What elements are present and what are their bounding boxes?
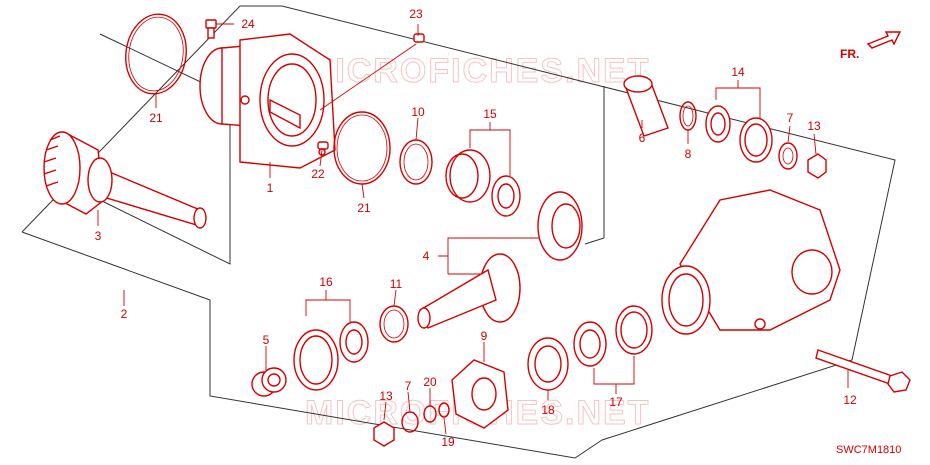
diagram-code: SWC7M1810 <box>836 444 901 456</box>
svg-text:FR.: FR. <box>840 47 859 61</box>
callout-23: 23 <box>409 7 423 21</box>
callout-1: 1 <box>267 181 274 195</box>
transfer-housing <box>661 189 841 335</box>
part-15-taper-bearing <box>445 149 521 217</box>
part-7-washer-upper <box>778 142 798 170</box>
part-6-collar <box>623 75 669 137</box>
callout-7-upper: 7 <box>787 111 794 125</box>
callout-4: 4 <box>423 249 430 263</box>
part-19-o-ring <box>438 402 450 418</box>
callout-5: 5 <box>263 333 270 347</box>
arrow-icon <box>866 31 902 49</box>
part-22-dowel-pin <box>317 141 329 150</box>
frame-shaft-group <box>99 33 231 265</box>
callout-18: 18 <box>541 403 555 417</box>
part-17-taper-bearing <box>573 305 653 367</box>
callout-21-upper: 21 <box>149 111 163 125</box>
callout-19: 19 <box>441 435 455 449</box>
leader-lines <box>97 23 849 435</box>
callout-8: 8 <box>685 147 692 161</box>
callout-20: 20 <box>423 375 437 389</box>
callout-7-lower: 7 <box>405 379 412 393</box>
callout-9: 9 <box>481 329 488 343</box>
front-direction-arrow: FR. <box>840 31 902 61</box>
part-1-extension-housing <box>199 33 336 169</box>
part-14-taper-bearing <box>705 105 773 163</box>
callouts: 24 23 21 1 22 21 10 15 3 4 6 8 14 7 13 1… <box>95 7 857 449</box>
part-10-shim <box>399 139 433 185</box>
part-13-nut-upper <box>807 153 827 179</box>
frame-main-assembly <box>21 231 603 459</box>
part-23-dowel-pin <box>413 33 425 43</box>
part-12-bolt <box>815 349 911 393</box>
callout-13-lower: 13 <box>379 389 393 403</box>
part-3-output-gear-shaft <box>43 131 207 229</box>
callout-2: 2 <box>121 307 128 321</box>
callout-6: 6 <box>639 131 646 145</box>
part-13-nut-lower <box>373 421 395 447</box>
callout-3: 3 <box>95 229 102 243</box>
callout-13-upper: 13 <box>807 119 821 133</box>
callout-12: 12 <box>843 393 857 407</box>
callout-15: 15 <box>483 107 497 121</box>
part-24-bolt <box>205 19 217 39</box>
callout-17: 17 <box>609 395 623 409</box>
part-4-hypoid-gear-set <box>417 191 583 329</box>
part-16-taper-bearing <box>293 321 369 391</box>
part-5-collar <box>251 367 287 397</box>
callout-21-lower: 21 <box>357 201 371 215</box>
part-9-companion-flange <box>451 359 509 429</box>
part-21-o-ring-lower <box>333 111 391 185</box>
callout-22: 22 <box>311 167 325 181</box>
callout-14: 14 <box>731 65 745 79</box>
callout-10: 10 <box>411 105 425 119</box>
callout-24: 24 <box>241 17 255 31</box>
part-21-o-ring-upper <box>125 13 187 95</box>
callout-16: 16 <box>319 275 333 289</box>
callout-11: 11 <box>390 277 403 291</box>
frame-main-assembly-top <box>21 5 896 441</box>
